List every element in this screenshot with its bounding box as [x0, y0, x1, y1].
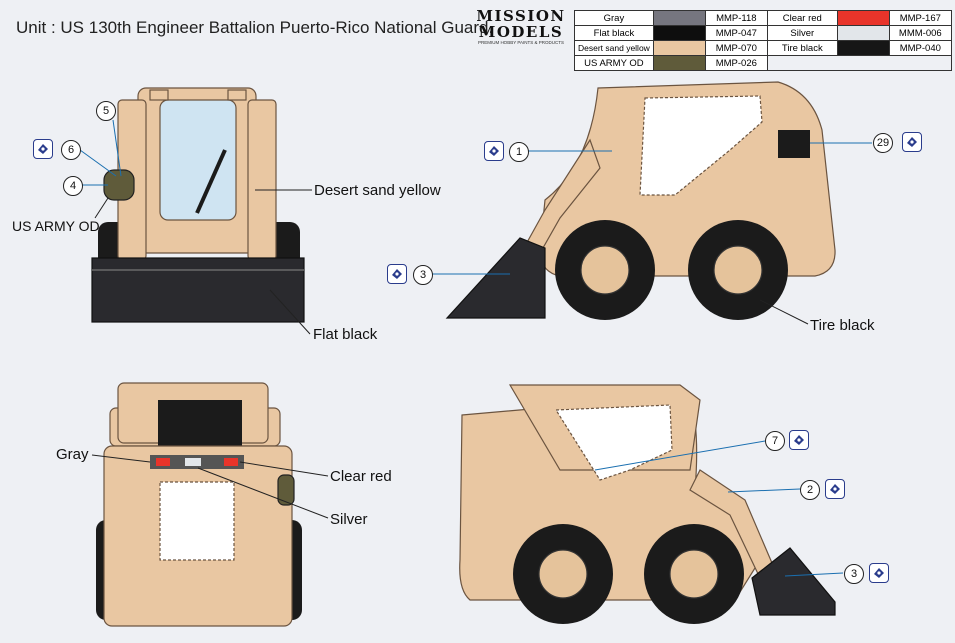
paint-empty	[766, 55, 952, 71]
callout-gray: Gray	[56, 446, 89, 463]
side-right-cage	[639, 95, 763, 196]
brand-line1: MISSION	[476, 7, 566, 25]
front-light-right	[227, 89, 247, 101]
rear-grille	[159, 481, 235, 561]
side-view-right	[445, 81, 836, 320]
front-bucket	[91, 257, 305, 323]
rear-od-tank	[277, 474, 295, 506]
rear-light-silver	[185, 458, 201, 466]
leader-decal-2	[727, 488, 801, 493]
decal-icon	[33, 139, 53, 159]
front-lift-arm-right	[247, 99, 277, 261]
decal-number-5: 5	[96, 101, 116, 121]
leader-clear-red	[239, 461, 329, 477]
decal-icon	[484, 141, 504, 161]
front-view	[91, 87, 305, 323]
side-right-front-hub	[580, 245, 630, 295]
decal-sheet-glyph	[830, 484, 840, 494]
side-right-rear-hub	[713, 245, 763, 295]
mission-models-logo: MISSION MODELS PREMIUM HOBBY PAINTS & PR…	[471, 8, 571, 46]
decal-number-6: 6	[61, 140, 81, 160]
paint-row: Flat black MMP-047 Silver MMM-006	[574, 25, 952, 41]
decal-sheet-glyph	[38, 144, 48, 154]
decal-number-7: 7	[765, 431, 785, 451]
decal-number-2: 2	[800, 480, 820, 500]
front-light-left	[149, 89, 169, 101]
decal-sheet-glyph	[907, 137, 917, 147]
decal-number-1: 1	[509, 142, 529, 162]
side-right-bucket	[445, 237, 546, 319]
leader-decal-5	[112, 119, 122, 177]
front-windshield	[159, 99, 237, 221]
brand-line2: MODELS	[478, 23, 564, 41]
decal-icon	[869, 563, 889, 583]
paint-row: Gray MMP-118 Clear red MMP-167	[574, 10, 952, 26]
side-view-left	[459, 384, 836, 624]
callout-tire-black: Tire black	[810, 317, 875, 334]
brand-tagline: PREMIUM HOBBY PAINTS & PRODUCTS	[477, 40, 565, 45]
decal-sheet-glyph	[794, 435, 804, 445]
front-wiper	[195, 149, 227, 214]
side-left-rear-hub	[538, 549, 588, 599]
decal-icon	[825, 479, 845, 499]
decal-sheet-glyph	[874, 568, 884, 578]
rear-light-red-left	[156, 458, 170, 466]
paint-table: Gray MMP-118 Clear red MMP-167 Flat blac…	[574, 10, 952, 71]
decal-icon	[902, 132, 922, 152]
paint-row: US ARMY OD MMP-026	[574, 55, 952, 71]
callout-desert-sand-yellow: Desert sand yellow	[314, 182, 441, 199]
decal-number-4: 4	[63, 176, 83, 196]
decal-icon	[387, 264, 407, 284]
paint-swatch	[836, 40, 890, 56]
leader-decal-7	[594, 440, 766, 471]
paint-swatch	[652, 25, 706, 41]
rear-light-red-right	[224, 458, 238, 466]
front-od-tank	[103, 169, 135, 201]
callout-clear-red: Clear red	[330, 468, 392, 485]
decal-number-3: 3	[844, 564, 864, 584]
paint-swatch	[652, 55, 706, 71]
callout-flat-black: Flat black	[313, 326, 378, 343]
decal-icon	[789, 430, 809, 450]
leader-tire-black	[759, 299, 809, 325]
paint-row: Desert sand yellow MMP-070 Tire black MM…	[574, 40, 952, 56]
decal-sheet-glyph	[392, 269, 402, 279]
leader-gray	[91, 454, 151, 463]
leader-silver	[197, 467, 329, 519]
paint-swatch	[836, 10, 890, 26]
unit-title: Unit : US 130th Engineer Battalion Puert…	[16, 18, 494, 37]
rear-window	[158, 400, 242, 446]
leader-lines	[79, 119, 872, 577]
leader-us-army-od	[94, 197, 109, 219]
decal-number-29: 29	[873, 133, 893, 153]
callout-silver: Silver	[330, 511, 368, 528]
leader-flat-black	[269, 289, 311, 335]
callout-us-army-od: US ARMY OD	[12, 218, 100, 234]
decal-number-3: 3	[413, 265, 433, 285]
leader-decal-6	[79, 149, 117, 177]
rear-view	[96, 382, 302, 627]
side-left-bucket	[751, 547, 836, 616]
side-right-plate	[778, 130, 810, 158]
decal-sheet-glyph	[489, 146, 499, 156]
side-left-front-hub	[669, 549, 719, 599]
leader-decal-3-left	[784, 572, 844, 577]
